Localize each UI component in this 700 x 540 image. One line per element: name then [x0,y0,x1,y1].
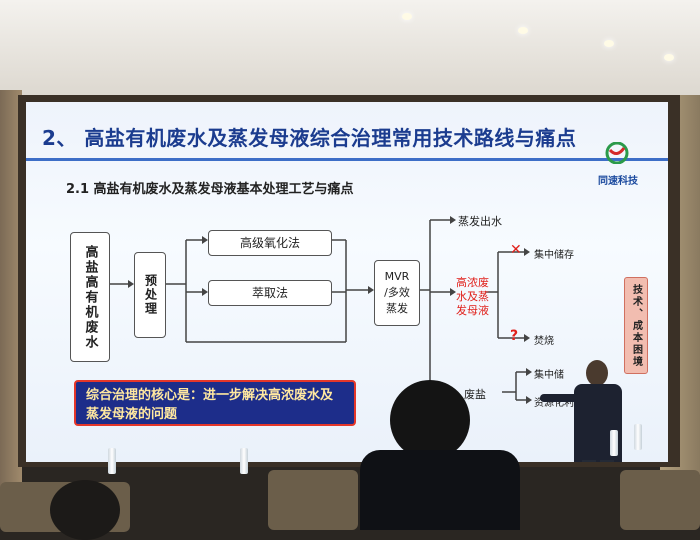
salt-storage-label: 集中储 [534,370,564,381]
audience-body [360,450,520,530]
audience-seat [268,470,358,530]
mvr-evaporation-box: MVR /多效 蒸发 [374,260,420,326]
water-bottle [634,424,642,450]
core-message-box: 综合治理的核心是：进一步解决高浓废水及蒸发母液的问题 [74,380,356,426]
pain-point-box: 技术、成本困境 [624,277,648,374]
mother-liquor-line-1: 高浓废 [456,276,489,289]
company-name: 同速科技 [598,176,638,187]
mvr-line-3: 蒸发 [386,302,408,315]
ceiling-light [604,40,614,47]
evaporation-water-label: 蒸发出水 [458,215,502,228]
water-bottle [108,448,116,474]
source-wastewater-box: 高盐高有机废水 [70,232,110,362]
mother-liquor-label: 高浓废 水及蒸 发母液 [456,276,489,318]
flow-connectors: ✕ ? [110,216,532,404]
title-bar: 2、 高盐有机废水及蒸发母液综合治理常用技术路线与痛点 [26,112,668,161]
pretreatment-box: 预处理 [134,252,166,338]
wall-left [0,90,22,490]
mother-liquor-line-3: 发母液 [456,304,489,317]
audience-seat [620,470,700,530]
svg-text:✕: ✕ [510,242,522,258]
central-storage-label: 集中储存 [534,250,574,261]
section-subtitle: 2.1 高盐有机废水及蒸发母液基本处理工艺与痛点 [66,182,354,197]
company-logo-icon [605,142,629,164]
advanced-oxidation-box: 高级氧化法 [208,230,332,256]
mother-liquor-line-2: 水及蒸 [456,290,489,303]
water-bottle [610,430,618,456]
mvr-line-1: MVR [384,270,410,283]
ceiling-light [664,54,674,61]
svg-text:?: ? [510,328,518,344]
ceiling-light [402,13,412,20]
resource-utilization-label: 资源化利 [534,398,574,409]
ceiling [0,0,700,110]
audience-head [390,380,470,460]
mvr-line-2: /多效 [384,286,410,299]
extraction-box: 萃取法 [208,280,332,306]
waste-salt-label: 废盐 [464,388,486,401]
ceiling-light [518,27,528,34]
audience-head [50,480,120,540]
projection-screen: 2、 高盐有机废水及蒸发母液综合治理常用技术路线与痛点 同速科技 2.1 高盐有… [26,102,668,462]
incineration-label: 焚烧 [534,336,554,347]
audience-foreground [0,380,700,540]
water-bottle [240,448,248,474]
slide-title: 2、 高盐有机废水及蒸发母液综合治理常用技术路线与痛点 [42,126,577,150]
